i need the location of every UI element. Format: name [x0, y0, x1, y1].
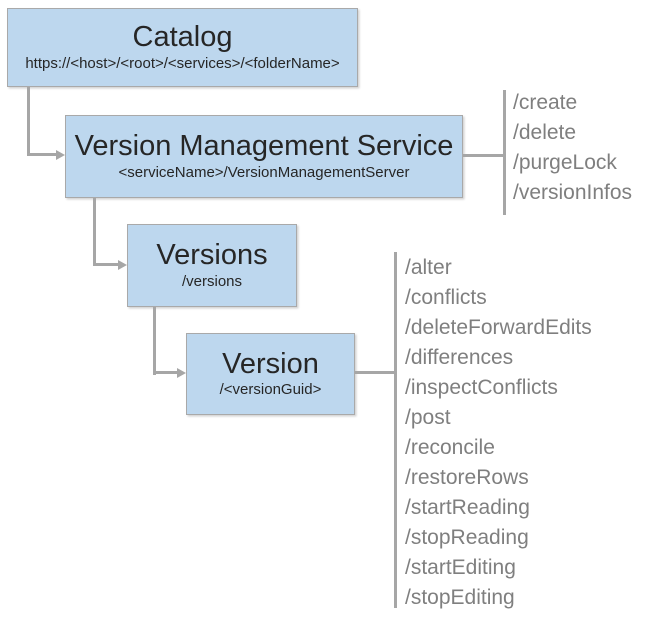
node-versions: Versions /versions [127, 224, 297, 307]
arrowhead-catalog-to-service-icon [56, 150, 65, 160]
connector-versions-to-version-horizontal [153, 371, 177, 374]
version-operations-bracket-line [394, 252, 397, 608]
connector-version-to-operations-horizontal [355, 371, 394, 374]
operation-label: /reconcile [405, 436, 495, 459]
node-versions-subtitle: /versions [181, 272, 243, 290]
connector-catalog-to-service-vertical [27, 87, 30, 156]
operation-label: /deleteForwardEdits [405, 316, 592, 339]
operation-label: /delete [513, 121, 577, 144]
operation-label: /post [405, 406, 451, 429]
operation-label: /purgeLock [513, 151, 617, 174]
node-service-subtitle: <serviceName>/VersionManagementServer [118, 163, 410, 181]
operation-label: /startReading [405, 496, 530, 519]
node-version-management-service: Version Management Service <serviceName>… [65, 115, 463, 198]
connector-catalog-to-service-horizontal [27, 153, 56, 156]
node-version-subtitle: /<versionGuid> [219, 381, 322, 399]
node-service-title: Version Management Service [74, 130, 454, 163]
arrowhead-service-to-versions-icon [118, 260, 127, 270]
operation-label: /startEditing [405, 556, 516, 579]
operation-label: /inspectConflicts [405, 376, 558, 399]
service-operations-list: /create/delete/purgeLock/versionInfos [513, 88, 632, 208]
connector-service-to-operations-horizontal [463, 154, 503, 157]
arrowhead-versions-to-version-icon [177, 368, 186, 378]
node-versions-title: Versions [156, 239, 268, 272]
node-catalog-subtitle: https://<host>/<root>/<services>/<folder… [25, 54, 340, 72]
operation-label: /alter [405, 256, 452, 279]
node-catalog: Catalog https://<host>/<root>/<services>… [7, 8, 358, 87]
operation-label: /versionInfos [513, 181, 633, 204]
node-version: Version /<versionGuid> [186, 333, 355, 415]
operation-label: /stopEditing [405, 586, 515, 609]
service-operations-bracket-line [503, 90, 506, 215]
operation-label: /conflicts [405, 286, 487, 309]
operation-label: /restoreRows [405, 466, 529, 489]
connector-service-to-versions-vertical [93, 198, 96, 266]
connector-versions-to-version-vertical [153, 307, 156, 375]
operation-label: /differences [405, 346, 514, 369]
operation-label: /create [513, 91, 578, 114]
version-operations-list: /alter/conflicts/deleteForwardEdits/diff… [405, 253, 592, 613]
node-version-title: Version [222, 347, 319, 380]
connector-service-to-versions-horizontal [93, 263, 118, 266]
operation-label: /stopReading [405, 526, 529, 549]
node-catalog-title: Catalog [132, 21, 233, 54]
